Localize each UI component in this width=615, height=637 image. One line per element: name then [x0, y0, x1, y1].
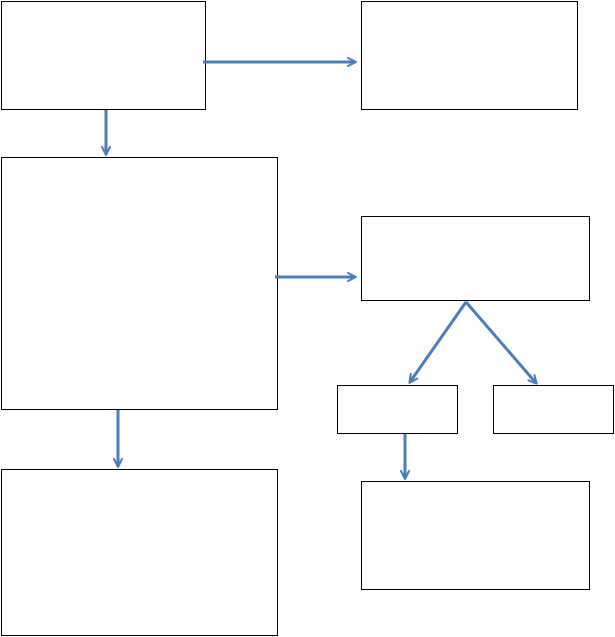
box-middle-left	[1, 157, 278, 410]
box-bottom-right	[361, 481, 590, 590]
arrow-middle-right-to-small-right	[464, 301, 538, 385]
box-top-left	[1, 1, 206, 110]
arrow-middle-right-to-small-left	[408, 301, 468, 384]
box-bottom-left	[1, 469, 278, 636]
box-small-right	[493, 385, 614, 434]
box-middle-right	[361, 216, 590, 301]
box-small-left	[337, 385, 458, 434]
box-top-right	[361, 1, 578, 110]
